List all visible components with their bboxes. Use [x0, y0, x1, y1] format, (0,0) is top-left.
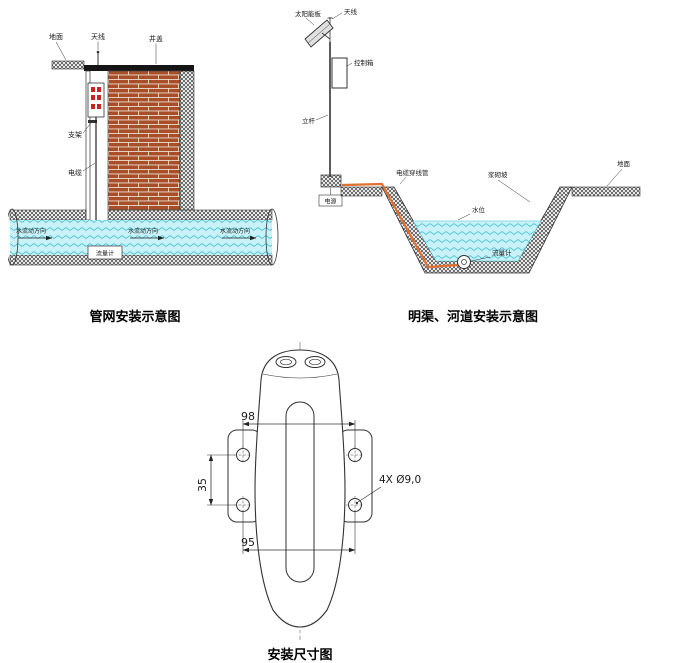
masonry-slope-label: 浆砌坡: [488, 170, 508, 179]
flow-direction-3: 水流动方向: [220, 227, 257, 241]
holes-note-dot: [355, 501, 359, 505]
brick-wall: [107, 70, 181, 211]
control-box: [331, 57, 348, 89]
pipe-end-right: [265, 208, 279, 266]
control-box-leader: [346, 62, 353, 67]
pipe-end-left: [8, 208, 19, 266]
masonry-slope-leader: [497, 179, 531, 203]
ground-leader: [55, 41, 67, 61]
flow-direction-2: 水流动方向: [128, 227, 165, 241]
holes-note-value: 4X Ø9,0: [379, 474, 421, 486]
water-level-label: 水位: [472, 205, 486, 214]
dimension-diagram: 98 35 95 4X Ø9,0: [196, 342, 421, 640]
antenna-leader: [331, 12, 343, 20]
solar-panel-label: 太阳能板: [295, 9, 322, 18]
antenna-label: 天线: [344, 7, 358, 16]
ground-label: 地面: [49, 32, 63, 41]
flow-direction-label: 水流动方向: [220, 227, 250, 235]
ground-leader: [606, 168, 623, 187]
ground-right: [571, 186, 641, 197]
flowmeter-inner: [461, 259, 467, 265]
flow-direction-label: 水流动方向: [128, 227, 158, 235]
power-label: 电源: [324, 198, 336, 206]
dimension-95: 95: [241, 512, 356, 554]
flowmeter-label: 流量计: [96, 250, 114, 258]
pipe-diagram-title: 管网安装示意图: [89, 310, 181, 325]
cable-conduit-leader: [399, 176, 407, 185]
cover-label: 井盖: [149, 34, 163, 43]
water-level-leader: [457, 213, 471, 221]
indicator: [91, 87, 95, 92]
dimension-95-value: 95: [241, 536, 255, 549]
indicator: [97, 104, 101, 109]
cable-conduit: [341, 182, 459, 269]
pole-base: [320, 174, 342, 188]
solar-panel-cellline: [307, 23, 331, 44]
transducer-right-inner: [309, 358, 321, 366]
flowmeter: [457, 255, 471, 269]
dimension-98-value: 98: [241, 410, 255, 423]
holes-note-leader: [357, 486, 382, 503]
cable-leader: [82, 162, 96, 172]
hole-crosshairs: [234, 446, 364, 514]
solar-panel-mount: [321, 32, 331, 40]
ground-label: 地面: [617, 159, 631, 168]
ground-layer: [51, 60, 85, 70]
cable-conduit-label: 电缆穿线管: [396, 168, 429, 177]
ground-left: [340, 186, 383, 197]
control-box-label: 控制箱: [354, 58, 374, 67]
channel-wall: [381, 186, 573, 274]
dimension-diagram-title: 安装尺寸图: [267, 648, 333, 663]
pole-leader: [315, 114, 329, 121]
cable-label: 电缆: [68, 168, 82, 177]
dimension-35-value: 35: [196, 478, 209, 492]
transducer-left-inner: [280, 358, 292, 366]
indicator: [91, 104, 95, 109]
channel-diagram-title: 明渠、河道安装示意图: [407, 310, 538, 325]
indicator: [97, 87, 101, 92]
transducer-right: [304, 356, 326, 368]
pipe-top-wall-right: [107, 209, 273, 221]
instrument-body: [87, 82, 105, 118]
indicator: [97, 95, 101, 100]
transducer-left: [275, 356, 297, 368]
pipe-top-wall-left: [9, 209, 87, 221]
flow-direction-label: 水流动方向: [16, 227, 46, 235]
body-shoulder-line: [262, 373, 338, 379]
flow-direction-1: 水流动方向: [16, 227, 53, 241]
pipe-bottom-wall: [9, 254, 273, 266]
dimension-98: 98: [241, 410, 356, 448]
solar-panel-leader: [305, 17, 315, 26]
bracket-label: 支架: [68, 130, 82, 139]
flowmeter-sensor: [87, 245, 123, 260]
flowmeter-label: 流量计: [492, 248, 512, 257]
pipe-water: [10, 220, 272, 255]
antenna-tip: [96, 50, 100, 54]
bracket-leader: [82, 122, 92, 134]
bracket: [88, 120, 97, 123]
flowmeter-leader: [470, 256, 491, 262]
center-slot: [285, 401, 315, 583]
dimension-35: 35: [196, 454, 235, 506]
channel-water: [412, 220, 542, 262]
antenna-label: 天线: [91, 32, 105, 41]
pipe-installation-diagram: 地面 天线 井盖 支架 电缆: [8, 32, 279, 266]
indicator: [91, 95, 95, 100]
manhole-cover: [84, 65, 194, 71]
instrument-box: [87, 82, 105, 118]
wall-hatch-column: [179, 70, 195, 211]
pole-label: 立杆: [302, 116, 316, 125]
holes-note: 4X Ø9,0: [355, 474, 421, 505]
channel-installation-diagram: 天线 太阳能板 控制箱 立杆 电源 地面 水位: [295, 7, 641, 274]
solar-panel: [304, 19, 334, 48]
